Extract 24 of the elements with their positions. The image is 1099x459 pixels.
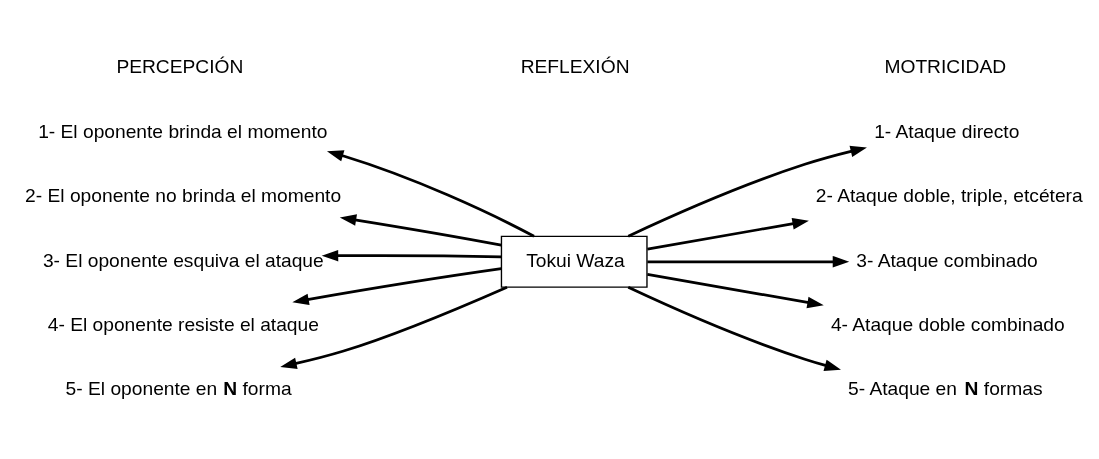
node-text: 1- El oponente brinda el momento: [38, 120, 328, 142]
node-text: 3- Ataque combinado: [856, 249, 1038, 271]
arrow: [647, 256, 850, 268]
arrow: [627, 286, 841, 371]
arrow: [647, 218, 809, 251]
arrow: [647, 273, 824, 309]
arrow: [321, 249, 502, 262]
node-text: 1- Ataque directo: [874, 120, 1020, 142]
arrow: [627, 145, 867, 238]
arrow: [292, 267, 502, 306]
node-text: 3- El oponente esquiva el ataque: [42, 249, 324, 271]
label: REFLEXIÓN: [520, 56, 630, 78]
arrow: [339, 214, 502, 247]
node-text: 4- Ataque doble combinado: [830, 314, 1065, 336]
node-text: 2- El oponente no brinda el momento: [25, 185, 342, 207]
node-text: 5- El oponente en N forma: [65, 377, 292, 399]
label: MOTRICIDAD: [884, 56, 1007, 78]
node-box: Tokui Waza: [500, 235, 648, 288]
node-text: 4- El oponente resiste el ataque: [47, 314, 319, 336]
arrow: [280, 285, 508, 369]
node-text: 5- Ataque en N formas: [848, 377, 1043, 399]
node-text: 2- Ataque doble, triple, etcétera: [815, 185, 1083, 207]
arrow: [326, 150, 535, 238]
label: PERCEPCIÓN: [116, 56, 244, 78]
